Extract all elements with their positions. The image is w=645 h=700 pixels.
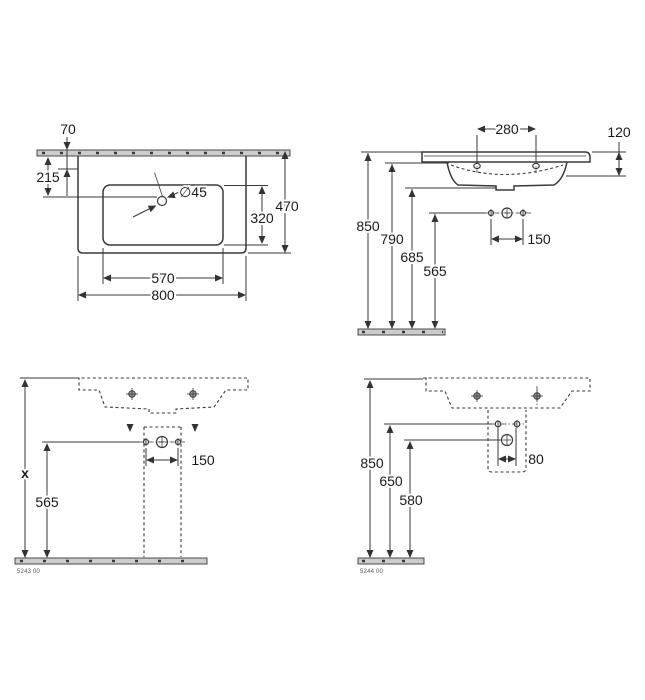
side-view: 280 120 <box>354 119 633 336</box>
dim-850-side: 850 <box>354 151 422 329</box>
front-view-pedestal: x 565 150 5243 00 <box>14 377 249 576</box>
dim-label-850-side: 850 <box>356 218 380 234</box>
dim-790: 790 <box>378 162 449 329</box>
pedestal-hidden-outline <box>143 426 182 557</box>
drain-outlet <box>404 433 514 447</box>
tap-hole-slash <box>154 172 163 197</box>
dim-dia45: ∅45 <box>132 182 209 218</box>
fixing-hole-left <box>126 388 138 400</box>
dim-label-x: x <box>21 465 29 481</box>
dim-label-470: 470 <box>275 198 299 214</box>
dim-565-side: 565 <box>421 214 449 329</box>
basin-hidden-outline <box>423 377 591 409</box>
basin-body-profile <box>446 161 568 191</box>
dim-320: 320 <box>224 185 276 246</box>
dim-120: 120 <box>566 122 633 177</box>
fixing-hole-right <box>187 388 199 400</box>
dim-70: 70 <box>58 119 78 196</box>
dim-label-565-front: 565 <box>35 494 59 510</box>
tap-hole <box>156 195 168 207</box>
dim-280: 280 <box>476 119 537 161</box>
floor-line <box>357 557 425 565</box>
dim-label-320: 320 <box>250 210 274 226</box>
dim-label-80: 80 <box>528 451 544 467</box>
dim-685: 685 <box>398 187 497 329</box>
dim-label-800: 800 <box>151 287 175 303</box>
dim-850-front: 850 <box>358 378 423 558</box>
trap-connection-group <box>429 207 531 219</box>
dim-label-120: 120 <box>607 124 631 140</box>
fixing-hole-left <box>471 390 483 402</box>
floor-line <box>14 557 208 565</box>
dim-800: 800 <box>77 256 247 305</box>
front-view-siphon: 850 650 580 80 5244 00 <box>357 377 591 576</box>
trap-connection-group <box>42 435 186 449</box>
bowl-hidden-contour <box>450 164 564 175</box>
dim-565-front: 565 <box>33 443 61 558</box>
dim-label-70: 70 <box>60 121 76 137</box>
floor-line <box>357 328 446 336</box>
siphon-fixing-points <box>384 420 524 428</box>
dim-label-150-side: 150 <box>527 231 551 247</box>
dim-570: 570 <box>102 248 224 288</box>
part-number-pedestal: 5243 00 <box>17 569 41 575</box>
dim-label-790: 790 <box>380 231 404 247</box>
dim-label-215: 215 <box>36 169 60 185</box>
dim-label-580: 580 <box>399 492 423 508</box>
basin-bowl-outline <box>102 184 224 246</box>
dim-label-650: 650 <box>379 473 403 489</box>
dim-215: 215 <box>34 157 157 198</box>
fixing-hole-right <box>531 386 543 406</box>
drain-outlet <box>155 435 169 449</box>
dim-470: 470 <box>248 151 301 254</box>
mount-arrow-left <box>126 424 134 432</box>
part-number-siphon: 5244 00 <box>360 569 384 575</box>
dim-label-685: 685 <box>400 249 424 265</box>
dim-label-280: 280 <box>495 121 519 137</box>
dim-x: x <box>19 377 76 558</box>
basin-outer-outline <box>77 156 247 254</box>
wall-line <box>36 149 291 157</box>
dim-label-150-front: 150 <box>191 452 215 468</box>
mount-arrow-right <box>191 424 199 432</box>
dim-label-850-front: 850 <box>360 455 384 471</box>
dim-150-front: 150 <box>145 448 217 470</box>
dim-80: 80 <box>497 428 546 469</box>
dim-150-side: 150 <box>490 219 553 249</box>
dim-label-565-side: 565 <box>423 263 447 279</box>
plan-view: 70 215 ∅45 470 <box>34 119 301 305</box>
siphon-cover-hidden-outline <box>487 410 527 473</box>
dim-580: 580 <box>397 441 425 558</box>
basin-rim-profile <box>421 151 591 163</box>
basin-hidden-outline <box>76 377 249 414</box>
dim-650: 650 <box>377 425 405 558</box>
dim-label-dia45: ∅45 <box>179 184 207 200</box>
dim-label-570: 570 <box>151 270 175 286</box>
